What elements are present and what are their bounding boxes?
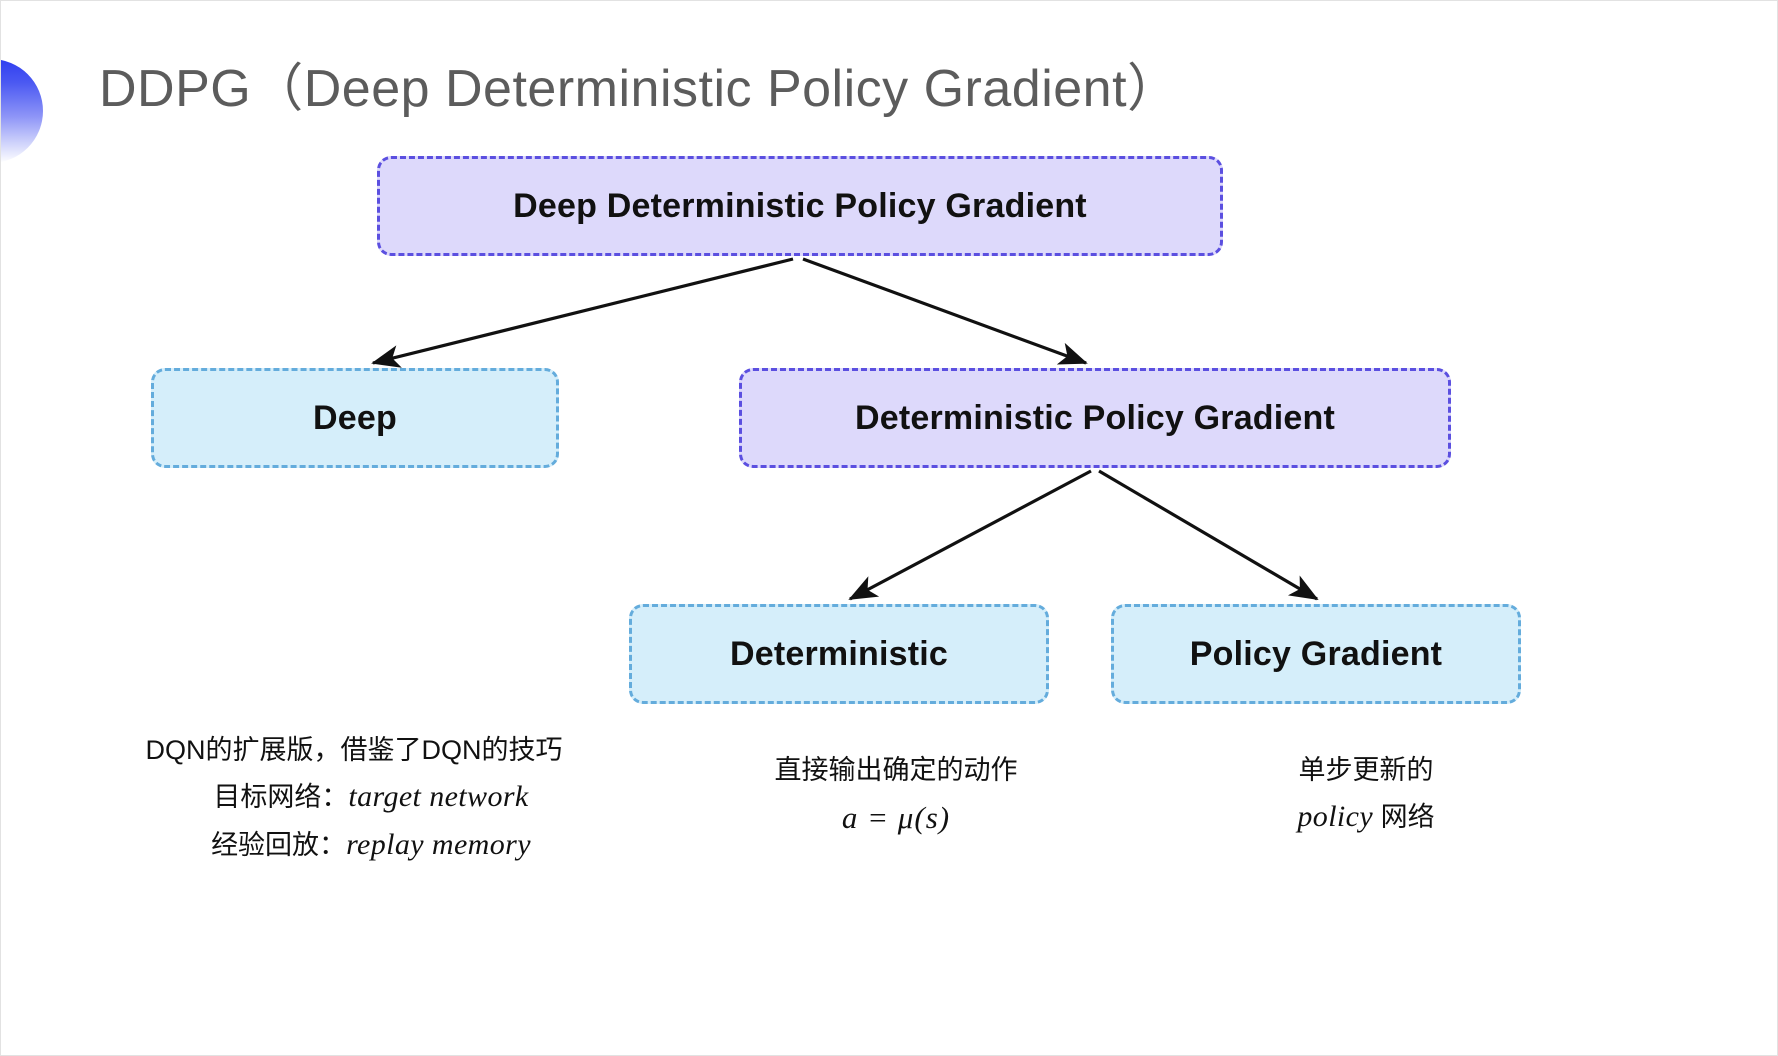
caption-deep-line3-label: 经验回放：	[211, 830, 347, 861]
caption-deep-line2: 目标网络：target network	[119, 773, 589, 822]
node-policy-gradient[interactable]: Policy Gradient	[1111, 604, 1521, 704]
caption-deterministic-formula: a = μ(s)	[841, 799, 951, 835]
node-deep-deterministic-policy-gradient[interactable]: Deep Deterministic Policy Gradient	[377, 156, 1223, 256]
caption-deep-line1: DQN的扩展版，借鉴了DQN的技巧	[145, 735, 563, 765]
edge-root-dpg	[802, 257, 1088, 365]
caption-deep: DQN的扩展版，借鉴了DQN的技巧 目标网络：target network 经验…	[119, 729, 589, 870]
node-deep[interactable]: Deep	[151, 368, 559, 468]
caption-deep-line3: 经验回放：replay memory	[119, 821, 589, 870]
node-deterministic-policy-gradient[interactable]: Deterministic Policy Gradient	[739, 368, 1451, 468]
caption-policy-gradient-line1: 单步更新的	[1298, 755, 1434, 785]
node-deterministic[interactable]: Deterministic	[629, 604, 1049, 704]
caption-deep-line2-term: target network	[348, 779, 529, 813]
caption-deep-line2-label: 目标网络：	[213, 781, 349, 812]
edge-root-deep	[371, 257, 794, 368]
caption-policy-gradient-rest: 网络	[1373, 801, 1435, 832]
caption-policy-gradient: 单步更新的 policy 网络	[1171, 749, 1561, 841]
caption-deterministic-line1: 直接输出确定的动作	[774, 755, 1018, 785]
page-title: DDPG（Deep Deterministic Policy Gradient）	[99, 60, 1180, 118]
edge-dpg-deterministic	[848, 469, 1092, 601]
edge-dpg-policy-gradient	[1098, 469, 1319, 601]
caption-policy-gradient-line2: policy 网络	[1171, 793, 1561, 842]
caption-policy-gradient-term: policy	[1297, 799, 1374, 833]
caption-deterministic: 直接输出确定的动作 a = μ(s)	[701, 749, 1091, 843]
caption-deep-line3-term: replay memory	[346, 828, 531, 862]
